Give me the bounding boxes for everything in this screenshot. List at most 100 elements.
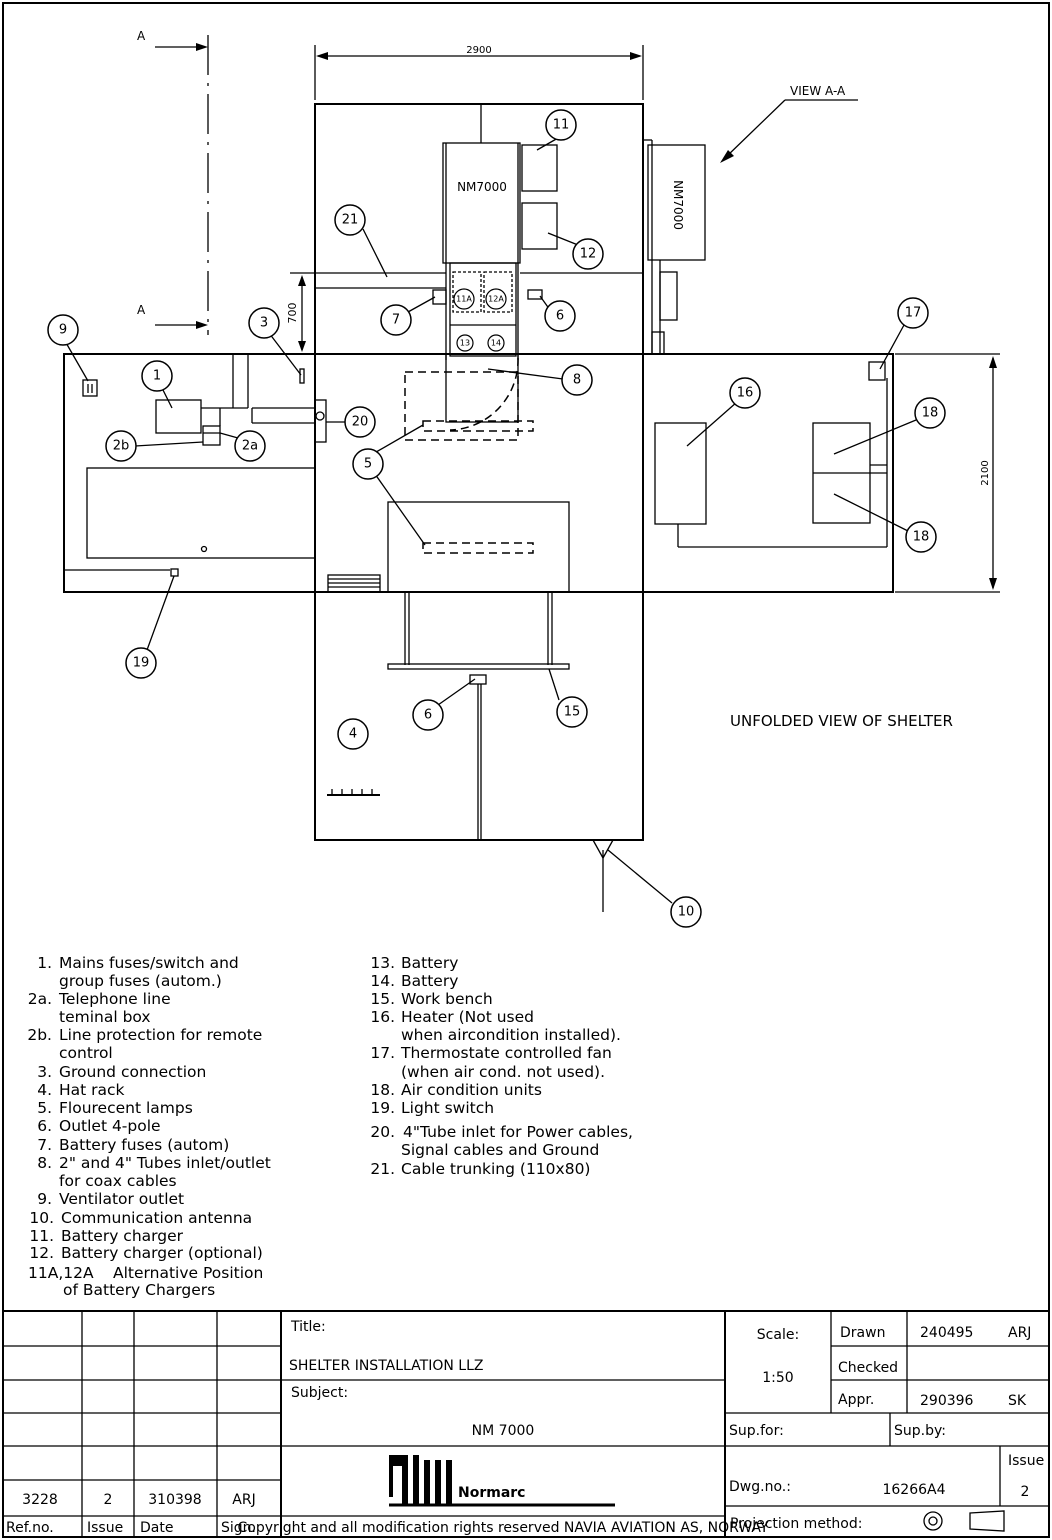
nm7000-label: NM7000: [457, 180, 507, 194]
revision-grid: [3, 1311, 281, 1537]
svg-text:20: 20: [352, 415, 369, 430]
legend-right: 13. Battery 14. Battery 15. Work bench 1…: [370, 954, 633, 1178]
svg-text:7: 7: [392, 313, 400, 328]
svg-text:Hat rack: Hat rack: [59, 1081, 125, 1099]
svg-text:2a: 2a: [242, 439, 258, 454]
callout-3: 3: [248, 307, 280, 339]
drawing-subject: NM 7000: [472, 1423, 535, 1439]
dwg-no-label: Dwg.no.:: [729, 1479, 791, 1495]
svg-text:Signal cables and Ground: Signal cables and Ground: [401, 1141, 599, 1159]
nm7000-cabinet: [442, 142, 521, 264]
svg-text:10.: 10.: [29, 1209, 54, 1227]
svg-text:2b: 2b: [113, 439, 130, 454]
rev-header-ref: Ref.no.: [6, 1520, 54, 1536]
svg-text:6: 6: [556, 309, 564, 324]
svg-text:15: 15: [564, 705, 581, 720]
svg-text:Ground connection: Ground connection: [59, 1063, 206, 1081]
svg-text:Thermostate controlled fan: Thermostate controlled fan: [400, 1044, 612, 1062]
svg-text:15.: 15.: [370, 990, 395, 1008]
outlet-4-pole-top: [527, 289, 543, 300]
svg-text:1: 1: [153, 369, 161, 384]
svg-text:Alternative Position: Alternative Position: [113, 1264, 263, 1282]
svg-text:Battery charger (optional): Battery charger (optional): [61, 1244, 263, 1262]
projection-symbol: [923, 1510, 1005, 1532]
svg-text:Flourecent lamps: Flourecent lamps: [59, 1099, 193, 1117]
thermostat-fan: [868, 361, 886, 381]
svg-text:8: 8: [573, 373, 581, 388]
ventilator-outlet: [82, 379, 98, 397]
svg-text:group fuses (autom.): group fuses (autom.): [59, 972, 222, 990]
svg-text:18: 18: [913, 530, 930, 545]
mains-fuse-box: [155, 399, 202, 434]
svg-text:2a.: 2a.: [28, 990, 52, 1008]
callout-19: 19: [125, 647, 157, 679]
callouts: 11 12 21 7 6 8 3 9 1 20 2a 2b 5 19 6 15 …: [47, 109, 946, 928]
callout-6-top: 6: [544, 300, 576, 332]
appr-by: SK: [1008, 1393, 1027, 1409]
copyright-text: Copyright and all modification rights re…: [238, 1520, 769, 1536]
svg-text:12.: 12.: [29, 1244, 54, 1262]
rev-date: 310398: [148, 1492, 201, 1508]
dimension-height: 2100: [895, 353, 1000, 593]
battery-charger-11: [521, 144, 558, 192]
svg-text:Light switch: Light switch: [401, 1099, 494, 1117]
svg-text:17: 17: [905, 306, 922, 321]
title-label: Title:: [290, 1319, 326, 1335]
svg-text:Air condition units: Air condition units: [401, 1081, 542, 1099]
dwg-no: 16266A4: [882, 1482, 945, 1498]
svg-text:21: 21: [342, 213, 359, 228]
svg-text:of Battery Chargers: of Battery Chargers: [63, 1281, 215, 1299]
svg-text:Telephone line: Telephone line: [58, 990, 171, 1008]
svg-text:18.: 18.: [370, 1081, 395, 1099]
callout-12: 12: [572, 238, 604, 270]
svg-text:Work bench: Work bench: [401, 990, 493, 1008]
battery-charger-12: [521, 202, 558, 250]
svg-text:18: 18: [922, 406, 939, 421]
mark-13: 13: [456, 334, 474, 352]
dimension-width: 2900: [314, 45, 644, 100]
svg-text:control: control: [59, 1044, 113, 1062]
callout-21: 21: [334, 204, 366, 236]
svg-text:11: 11: [553, 118, 570, 133]
unfolded-view-title: UNFOLDED VIEW OF SHELTER: [730, 712, 953, 730]
svg-text:5.: 5.: [37, 1099, 52, 1117]
drawn-by: ARJ: [1008, 1325, 1031, 1341]
svg-text:14.: 14.: [370, 972, 395, 990]
rev-sign: ARJ: [232, 1492, 255, 1508]
scale-value: 1:50: [762, 1370, 793, 1386]
svg-text:6: 6: [424, 708, 432, 723]
outlet-4-pole-bottom: [469, 674, 487, 685]
callout-8: 8: [561, 364, 593, 396]
vent-grille: [327, 574, 381, 593]
svg-text:11.: 11.: [29, 1227, 54, 1245]
callout-18-bottom: 18: [905, 521, 937, 553]
svg-text:3.: 3.: [37, 1063, 52, 1081]
bottom-wall-panel: [314, 591, 644, 841]
svg-text:8.: 8.: [37, 1154, 52, 1172]
mark-14: 14: [487, 334, 505, 352]
callout-7: 7: [380, 304, 412, 336]
light-switch: [170, 568, 179, 577]
hat-rack: [327, 789, 380, 796]
svg-text:Battery fuses (autom): Battery fuses (autom): [59, 1136, 229, 1154]
svg-text:16.: 16.: [370, 1008, 395, 1026]
rev-header-date: Date: [140, 1520, 173, 1536]
right-wall-panel: [642, 353, 894, 593]
projection-label: Projection method:: [730, 1516, 862, 1532]
shelter-unfolded: NM7000 NM7000: [63, 103, 894, 912]
svg-text:19: 19: [133, 656, 150, 671]
company-name: Normarc: [458, 1485, 525, 1501]
title-block: 3228 2 310398 ARJ Ref.no. Issue Date Sig…: [3, 1310, 1049, 1537]
rev-header-sign: Sign.: [221, 1520, 256, 1536]
svg-text:11A,12A: 11A,12A: [28, 1264, 94, 1282]
top-wall-panel: [314, 103, 644, 355]
svg-text:21.: 21.: [370, 1160, 395, 1178]
svg-text:when aircondition installed).: when aircondition installed).: [401, 1026, 621, 1044]
svg-text:(when air cond. not used).: (when air cond. not used).: [401, 1063, 605, 1081]
svg-text:20.: 20.: [370, 1123, 395, 1141]
svg-text:7.: 7.: [37, 1136, 52, 1154]
callout-15: 15: [556, 696, 588, 728]
nm7000-side-label: NM7000: [671, 180, 685, 230]
heater: [654, 422, 707, 525]
svg-text:11A: 11A: [456, 295, 472, 304]
